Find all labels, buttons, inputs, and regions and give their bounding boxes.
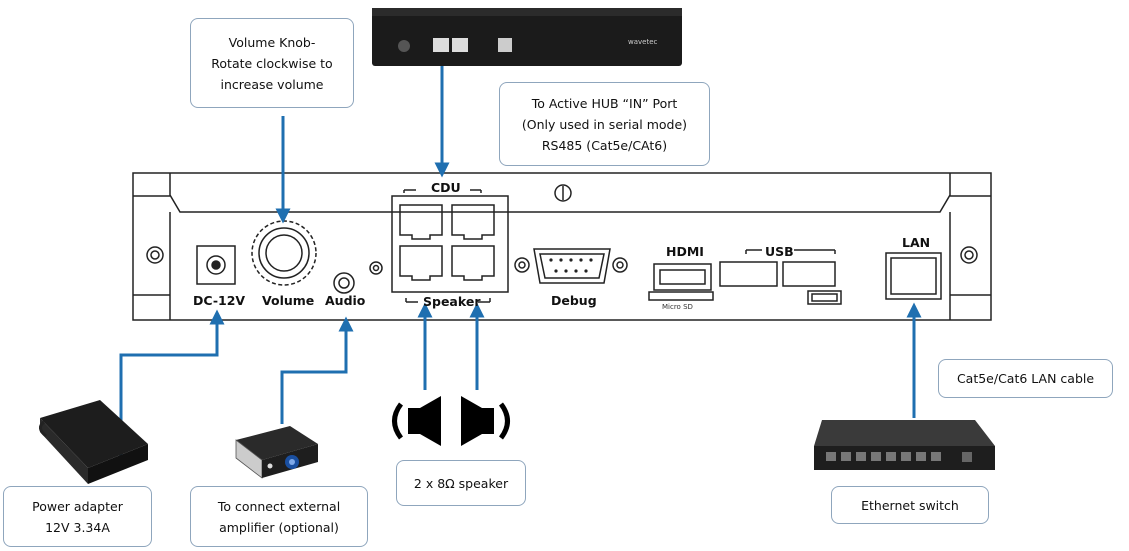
audio-jack — [333, 261, 383, 294]
usb-ports — [719, 249, 842, 305]
callout-line: To connect external — [217, 498, 341, 514]
debug-db9-port — [514, 248, 628, 284]
speaker-callout: 2 x 8Ω speaker — [396, 460, 526, 506]
rj45-port-block — [391, 189, 509, 303]
speaker-label: Speaker — [423, 294, 481, 309]
callout-line: To Active HUB “IN” Port — [531, 95, 678, 111]
dc-12v-label: DC-12V — [193, 293, 246, 308]
callout-line: (Only used in serial mode) — [521, 116, 688, 132]
external-amplifier-callout: To connect external amplifier (optional) — [190, 486, 368, 547]
amplifier-image — [235, 426, 318, 479]
callout-line: 12V 3.34A — [45, 519, 110, 535]
arrow-power-to-dc — [119, 309, 225, 468]
callout-line: Power adapter — [32, 498, 123, 514]
rs485-converter-image: wavetec — [372, 8, 682, 66]
speaker-port-1 — [399, 245, 443, 281]
callout-line: Rotate clockwise to — [211, 55, 333, 71]
volume-knob-callout: Volume Knob- Rotate clockwise to increas… — [190, 18, 354, 108]
cdu-label: CDU — [431, 180, 461, 195]
svg-text:wavetec: wavetec — [628, 38, 658, 46]
callout-line: RS485 (Cat5e/CAt6) — [541, 137, 668, 153]
device-panel — [132, 172, 992, 321]
cdu-port-1 — [399, 204, 443, 240]
dc-jack — [196, 245, 236, 285]
callout-line: increase volume — [220, 76, 324, 92]
arrow-amp-to-audio — [280, 316, 354, 424]
speaker-left-icon — [392, 396, 441, 446]
speaker-port-2 — [451, 245, 495, 281]
hdmi-port — [648, 263, 714, 301]
ethernet-switch-callout: Ethernet switch — [831, 486, 989, 524]
usb-label: USB — [765, 244, 794, 259]
callout-line: 2 x 8Ω speaker — [413, 475, 509, 491]
micro-sd-label: Micro SD — [662, 303, 693, 311]
cdu-port-2 — [451, 204, 495, 240]
debug-label: Debug — [551, 293, 597, 308]
callout-line: Volume Knob- — [228, 34, 316, 50]
speaker-right-icon — [461, 396, 510, 446]
audio-label: Audio — [325, 293, 366, 308]
callout-line: Ethernet switch — [861, 497, 959, 513]
lan-cable-callout: Cat5e/Cat6 LAN cable — [938, 359, 1113, 398]
hdmi-label: HDMI — [666, 244, 704, 259]
power-adapter-callout: Power adapter 12V 3.34A — [3, 486, 152, 547]
volume-label: Volume — [262, 293, 315, 308]
callout-line: Cat5e/Cat6 LAN cable — [956, 371, 1095, 386]
callout-line: amplifier (optional) — [219, 519, 339, 535]
active-hub-callout: To Active HUB “IN” Port (Only used in se… — [499, 82, 710, 166]
power-adapter-image — [39, 400, 148, 484]
lan-label: LAN — [902, 235, 931, 250]
lan-port — [885, 252, 942, 300]
ethernet-switch-image — [814, 420, 995, 470]
